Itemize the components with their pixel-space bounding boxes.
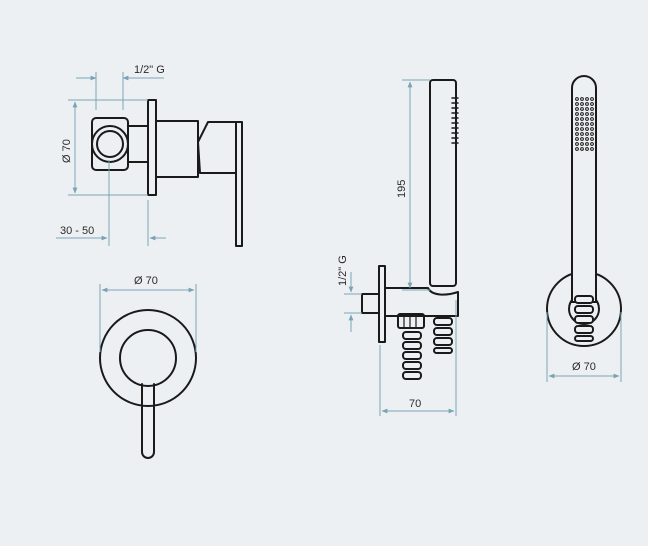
nozzle-dot [590, 142, 594, 146]
nozzle-dot [590, 122, 594, 126]
thread-side-label: 1/2" G [337, 255, 349, 286]
dimension-height-shower: 195 [396, 79, 430, 291]
nozzle-dot [575, 127, 579, 131]
nozzle-dot [575, 142, 579, 146]
depth-range-label: 30 - 50 [60, 225, 94, 237]
nozzle-dot [585, 97, 589, 101]
dimension-thread-side: 1/2" G [337, 255, 362, 332]
nozzle-dot [590, 112, 594, 116]
nozzle-dot [585, 147, 589, 151]
nozzle-dot [590, 147, 594, 151]
nozzle-dot [580, 147, 584, 151]
dimension-width-side: 70 [379, 300, 457, 416]
nozzle-dot [590, 102, 594, 106]
dimension-diameter-side: Ø 70 [61, 99, 148, 196]
nozzle-dot [580, 142, 584, 146]
nozzle-dot [580, 137, 584, 141]
nozzle-dot [580, 122, 584, 126]
width-side-label: 70 [409, 398, 421, 410]
hose-segments-right [433, 317, 453, 354]
nozzle-dot [580, 132, 584, 136]
nozzle-dot [580, 102, 584, 106]
dimension-diameter-right: Ø 70 [546, 312, 622, 382]
nozzle-dot [585, 122, 589, 126]
nozzle-dot [585, 127, 589, 131]
nozzle-dot [590, 117, 594, 121]
diameter-right-label: Ø 70 [572, 361, 596, 373]
dimension-thread-top: 1/2" G [76, 64, 165, 110]
mixer-front-view [99, 309, 197, 459]
hose-segments-front [574, 295, 594, 342]
diameter-side-label: Ø 70 [61, 139, 73, 163]
nozzle-dot [585, 132, 589, 136]
nozzle-dot [585, 102, 589, 106]
nozzle-dot [585, 117, 589, 121]
nozzle-dot [590, 127, 594, 131]
nozzle-dot [575, 97, 579, 101]
nozzle-dot [585, 107, 589, 111]
nozzle-dot [580, 127, 584, 131]
nozzle-dot [575, 107, 579, 111]
dimension-depth-range: 30 - 50 [56, 160, 166, 246]
nozzle-dot [580, 117, 584, 121]
nozzle-dot [580, 97, 584, 101]
nozzle-dot [590, 107, 594, 111]
mixer-side-view [91, 99, 243, 247]
nozzle-dot [575, 117, 579, 121]
nozzle-dot [580, 112, 584, 116]
nozzle-dot [575, 147, 579, 151]
hand-shower-front-view [546, 75, 622, 347]
nozzle-column [451, 97, 459, 144]
nozzle-dot [590, 132, 594, 136]
diameter-front-label: Ø 70 [134, 275, 158, 287]
hand-shower-side-view [361, 79, 459, 380]
dimension-diameter-front: Ø 70 [99, 275, 197, 352]
thread-top-label: 1/2" G [134, 64, 165, 76]
nozzle-dot [575, 102, 579, 106]
nozzle-dot [580, 107, 584, 111]
nozzle-dot [585, 112, 589, 116]
nozzle-dot [575, 137, 579, 141]
nozzle-grid [575, 97, 594, 151]
hose-segments-left [402, 331, 422, 380]
nozzle-dot [585, 142, 589, 146]
nozzle-dot [590, 97, 594, 101]
height-shower-label: 195 [396, 180, 408, 198]
nozzle-dot [575, 112, 579, 116]
nozzle-dot [585, 137, 589, 141]
nozzle-dot [575, 122, 579, 126]
nozzle-dot [575, 132, 579, 136]
nozzle-dot [590, 137, 594, 141]
